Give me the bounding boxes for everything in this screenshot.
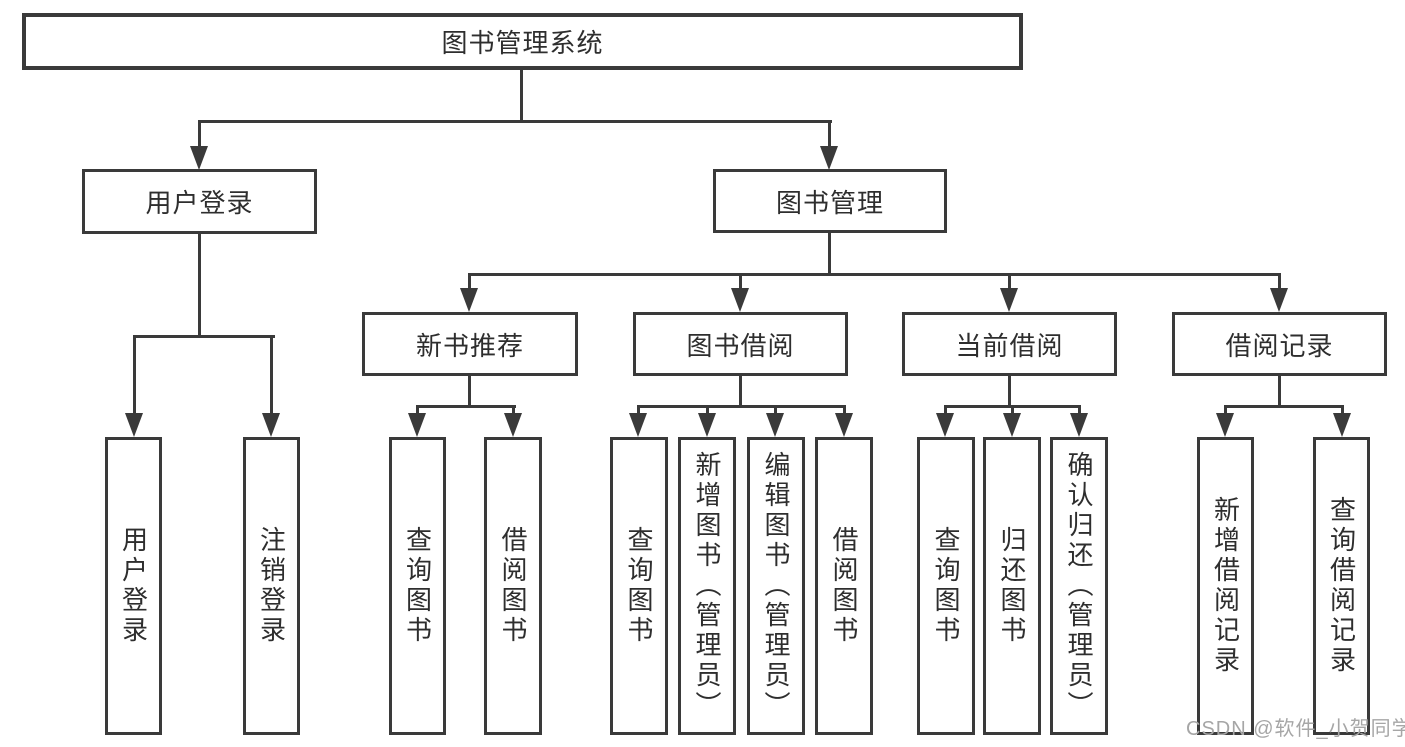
leaf-record-add-record-label: 新增借阅记录 — [1210, 496, 1241, 676]
leaf-borrow-add-books-admin: 新增图书（管理员） — [678, 437, 736, 735]
arrow-down-icon — [504, 413, 522, 437]
arrow-down-icon — [408, 413, 426, 437]
leaf-logout-label: 注销登录 — [256, 526, 287, 646]
connector-stub — [512, 405, 515, 415]
connector-bookborrow-horizontal — [637, 405, 846, 408]
connector-level2-horizontal — [468, 273, 1281, 276]
arrow-down-icon — [766, 413, 784, 437]
arrow-down-icon — [460, 288, 478, 312]
leaf-newbook-borrow-books-label: 借阅图书 — [498, 526, 528, 646]
node-root-label: 图书管理系统 — [441, 28, 604, 58]
arrow-down-icon — [125, 413, 143, 437]
arrow-down-icon — [190, 146, 208, 170]
arrow-down-icon — [1270, 288, 1288, 312]
leaf-newbook-borrow-books: 借阅图书 — [484, 437, 542, 735]
connector-stub — [1224, 405, 1227, 415]
connector-stub — [739, 376, 742, 407]
connector-book-mgmt-trunk — [828, 233, 831, 275]
node-new-book-recommend-label: 新书推荐 — [415, 330, 524, 361]
arrow-down-icon — [1333, 413, 1351, 437]
connector-stub — [1341, 405, 1344, 415]
leaf-current-confirm-return-admin: 确认归还（管理员） — [1050, 437, 1108, 735]
arrow-down-icon — [1070, 413, 1088, 437]
node-root: 图书管理系统 — [22, 13, 1023, 70]
node-current-borrow: 当前借阅 — [902, 312, 1117, 376]
arrow-down-icon — [1216, 413, 1234, 437]
leaf-borrow-edit-books-admin-label: 编辑图书（管理员） — [761, 451, 791, 721]
leaf-current-query-books: 查询图书 — [917, 437, 975, 735]
node-borrow-record-label: 借阅记录 — [1225, 330, 1334, 361]
watermark: CSDN @软件_小贺同学 — [1186, 718, 1405, 740]
connector-stub — [270, 335, 273, 415]
connector-stub — [133, 335, 136, 415]
node-user-login: 用户登录 — [82, 169, 317, 234]
arrow-down-icon — [262, 413, 280, 437]
connector-newbook-horizontal — [416, 405, 516, 408]
connector-user-login-horizontal — [134, 335, 275, 338]
arrow-down-icon — [698, 413, 716, 437]
arrow-down-icon — [835, 413, 853, 437]
connector-stub — [637, 405, 640, 415]
connector-stub — [1008, 376, 1011, 407]
node-book-management: 图书管理 — [713, 169, 947, 233]
leaf-record-query-record: 查询借阅记录 — [1313, 437, 1370, 735]
leaf-current-query-books-label: 查询图书 — [931, 526, 961, 646]
arrow-down-icon — [731, 288, 749, 312]
connector-stub — [468, 273, 471, 290]
leaf-current-return-books-label: 归还图书 — [997, 526, 1027, 646]
connector-stub — [1278, 376, 1281, 407]
arrow-down-icon — [936, 413, 954, 437]
connector-stub — [198, 120, 201, 147]
leaf-borrow-query-books: 查询图书 — [610, 437, 668, 735]
node-book-borrow: 图书借阅 — [633, 312, 848, 376]
node-current-borrow-label: 当前借阅 — [955, 330, 1064, 361]
connector-stub — [843, 405, 846, 415]
leaf-borrow-add-books-admin-label: 新增图书（管理员） — [692, 451, 722, 721]
leaf-newbook-query-books: 查询图书 — [389, 437, 446, 735]
connector-stub — [739, 273, 742, 290]
connector-borrowrecord-horizontal — [1224, 405, 1344, 408]
leaf-current-confirm-return-admin-label: 确认归还（管理员） — [1064, 451, 1094, 721]
connector-stub — [1008, 273, 1011, 290]
leaf-borrow-borrow-books: 借阅图书 — [815, 437, 873, 735]
leaf-borrow-borrow-books-label: 借阅图书 — [829, 526, 859, 646]
node-book-borrow-label: 图书借阅 — [686, 330, 795, 361]
node-book-management-label: 图书管理 — [775, 187, 884, 218]
connector-user-login-trunk — [198, 234, 201, 338]
leaf-record-add-record: 新增借阅记录 — [1197, 437, 1254, 735]
connector-level1-horizontal — [198, 120, 832, 123]
connector-root-trunk — [520, 70, 523, 121]
connector-stub — [1078, 405, 1081, 415]
leaf-user-login-label: 用户登录 — [118, 526, 149, 646]
connector-stub — [828, 120, 831, 147]
connector-stub — [944, 405, 947, 415]
arrow-down-icon — [1003, 413, 1021, 437]
node-new-book-recommend: 新书推荐 — [362, 312, 578, 376]
node-user-login-label: 用户登录 — [145, 188, 254, 218]
connector-stub — [1278, 273, 1281, 290]
arrow-down-icon — [820, 146, 838, 170]
arrow-down-icon — [1000, 288, 1018, 312]
leaf-borrow-query-books-label: 查询图书 — [624, 526, 654, 646]
leaf-borrow-edit-books-admin: 编辑图书（管理员） — [747, 437, 805, 735]
connector-stub — [1011, 405, 1014, 415]
connector-stub — [416, 405, 419, 415]
connector-stub — [468, 376, 471, 407]
leaf-current-return-books: 归还图书 — [983, 437, 1041, 735]
leaf-record-query-record-label: 查询借阅记录 — [1326, 496, 1357, 676]
node-borrow-record: 借阅记录 — [1172, 312, 1387, 376]
connector-stub — [774, 405, 777, 415]
arrow-down-icon — [629, 413, 647, 437]
leaf-logout: 注销登录 — [243, 437, 300, 735]
leaf-newbook-query-books-label: 查询图书 — [402, 526, 433, 646]
connector-stub — [706, 405, 709, 415]
leaf-user-login: 用户登录 — [105, 437, 162, 735]
